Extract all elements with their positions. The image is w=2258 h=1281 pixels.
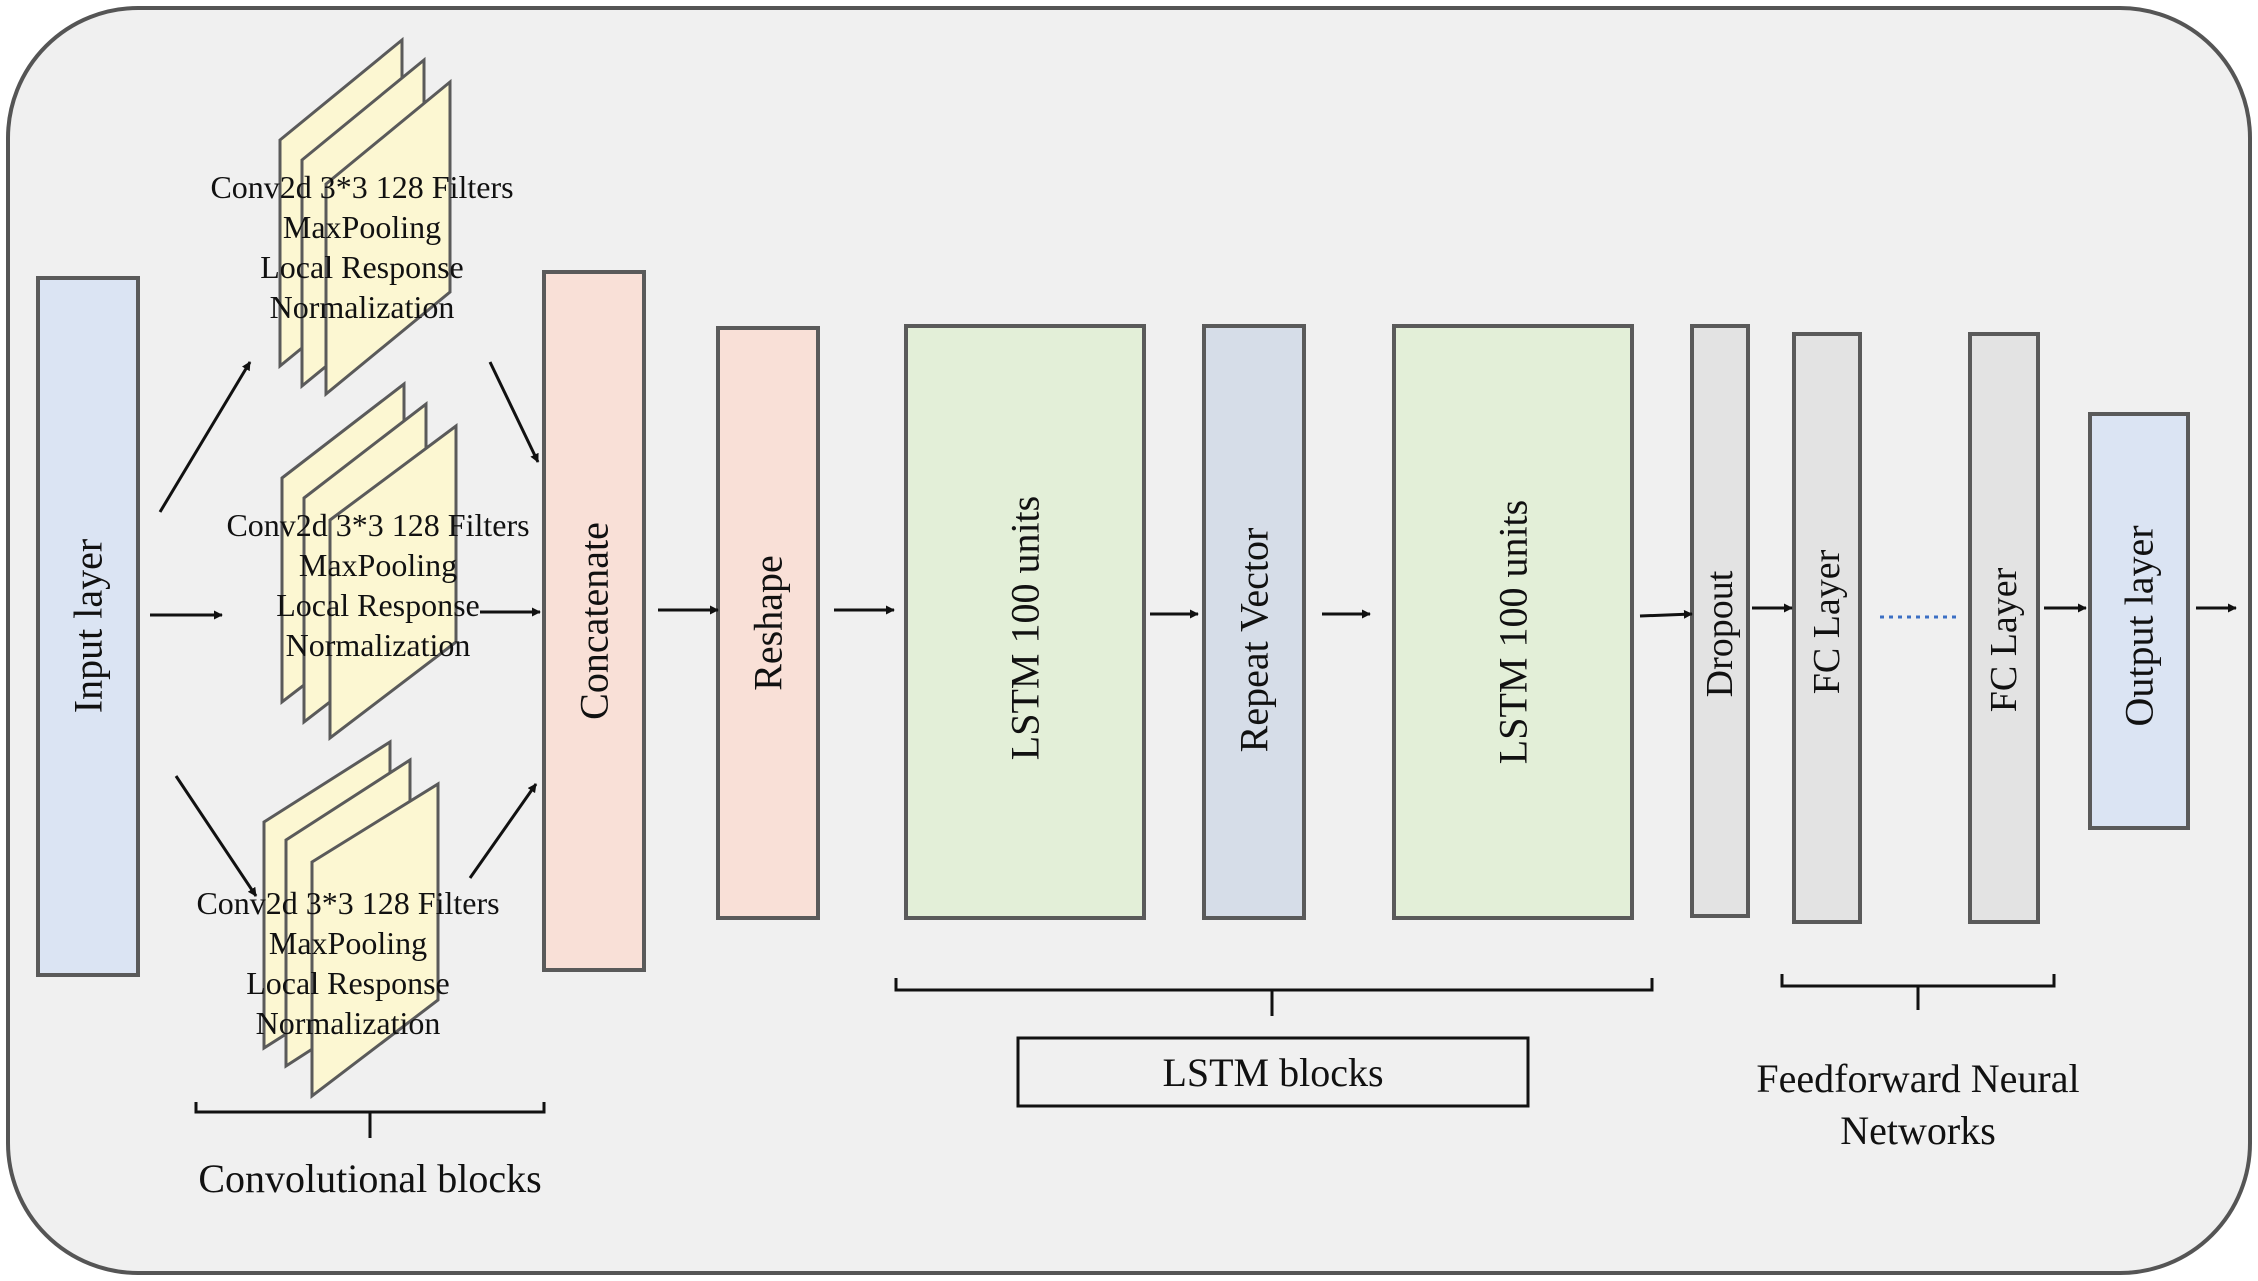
dropout-block: Dropout	[1690, 324, 1750, 918]
arrow-input-to-conv1	[158, 361, 252, 513]
repeat-vector-block: Repeat Vector	[1202, 324, 1306, 920]
conv-block-2-line4: Normalization	[286, 627, 471, 663]
convolutional-group-label: Convolutional blocks	[198, 1156, 541, 1201]
arrow-input-to-conv3	[174, 775, 258, 897]
lstm-group: LSTM blocks	[894, 978, 1654, 1108]
feedforward-bracket	[1780, 974, 2056, 1010]
conv-block-3-line1: Conv2d 3*3 128 Filters	[196, 885, 499, 921]
conv-block-3: Conv2d 3*3 128 Filters MaxPooling Local …	[196, 739, 500, 1100]
conv-block-1-line4: Normalization	[270, 289, 455, 325]
feedforward-group-label-line2: Networks	[1840, 1108, 1996, 1153]
conv-block-1: Conv2d 3*3 128 Filters MaxPooling Local …	[210, 36, 514, 398]
conv-block-2-line3: Local Response	[276, 587, 480, 623]
lstm-block-1-label: LSTM 100 units	[1003, 496, 1048, 760]
lstm-block-1: LSTM 100 units	[904, 324, 1146, 920]
conv-block-2-line2: MaxPooling	[299, 547, 457, 583]
repeat-vector-label: Repeat Vector	[1232, 528, 1277, 753]
lstm-group-label: LSTM blocks	[1162, 1050, 1383, 1095]
output-layer-label: Output layer	[2117, 525, 2162, 726]
input-layer-label: Input layer	[66, 539, 111, 713]
reshape-block: Reshape	[716, 326, 820, 920]
conv-block-3-line3: Local Response	[246, 965, 450, 1001]
reshape-label: Reshape	[746, 555, 791, 691]
concatenate-label: Concatenate	[572, 522, 617, 720]
conv-block-1-line3: Local Response	[260, 249, 464, 285]
conv-block-3-line2: MaxPooling	[269, 925, 427, 961]
lstm-block-2: LSTM 100 units	[1392, 324, 1634, 920]
fc-layer-1-block: FC Layer	[1792, 332, 1862, 924]
conv-block-1-line1: Conv2d 3*3 128 Filters	[210, 169, 513, 205]
convolutional-bracket	[194, 1102, 546, 1138]
convolutional-group: Convolutional blocks	[194, 1102, 546, 1201]
fc-layer-2-label: FC Layer	[1983, 567, 2025, 712]
arrow-conv3-to-concat	[468, 783, 538, 879]
arrow-lstm2-to-dropout	[1639, 609, 1693, 619]
fc-layer-2-block: FC Layer	[1968, 332, 2040, 924]
lstm-block-2-label: LSTM 100 units	[1491, 500, 1536, 764]
concatenate-block: Concatenate	[542, 270, 646, 972]
dropout-label: Dropout	[1699, 570, 1741, 697]
feedforward-group-label-line1: Feedforward Neural	[1756, 1056, 2079, 1101]
lstm-group-label-box	[1016, 1036, 1530, 1108]
output-layer-block: Output layer	[2088, 412, 2190, 830]
conv-block-3-line4: Normalization	[256, 1005, 441, 1041]
input-layer-block: Input layer	[36, 276, 140, 977]
flow-arrows	[150, 361, 2237, 897]
lstm-bracket	[894, 978, 1654, 1016]
arrow-conv1-to-concat	[488, 361, 540, 463]
feedforward-group: Feedforward Neural Networks	[1756, 974, 2080, 1153]
fc-layer-1-label: FC Layer	[1806, 549, 1848, 694]
conv-block-2-line1: Conv2d 3*3 128 Filters	[226, 507, 529, 543]
conv-block-2: Conv2d 3*3 128 Filters MaxPooling Local …	[226, 380, 530, 742]
conv-block-1-line2: MaxPooling	[283, 209, 441, 245]
